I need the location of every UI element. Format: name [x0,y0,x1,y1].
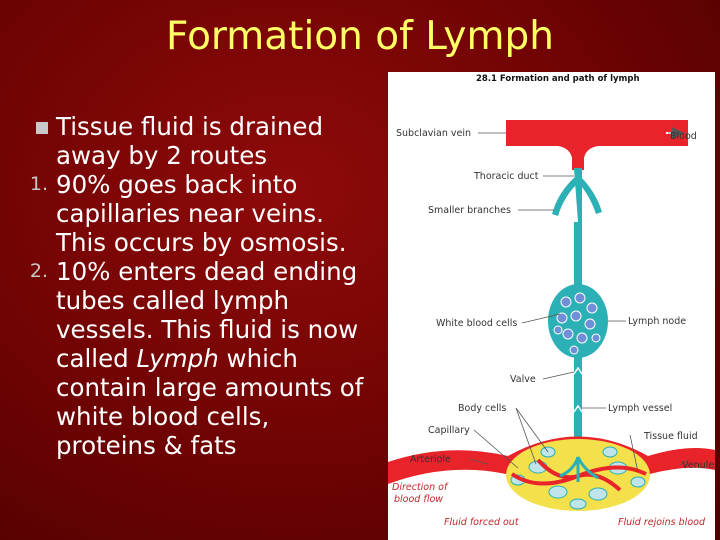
label-valve: Valve [510,374,536,385]
bullet-text-1: Tissue fluid is drained away by 2 routes [56,112,323,170]
bullet-item-1: Tissue fluid is drained away by 2 routes [0,112,380,170]
bullet-number-1: 1. [29,173,48,195]
label-fluid-rejoins-blood: Fluid rejoins blood [618,517,706,528]
lymph-emphasis: Lymph [136,344,219,373]
bullet-number-2: 2. [29,260,48,282]
thoracic-duct-shape [574,168,582,222]
valve-icon [573,366,583,375]
label-capillary: Capillary [428,425,470,436]
lymph-vessel-upper [574,222,582,292]
label-white-blood-cells: White blood cells [436,318,517,329]
label-tissue-fluid: Tissue fluid [643,431,698,442]
lymph-diagram-svg: 28.1 Formation and path of lymph [388,74,715,528]
bullet-text-2: 90% goes back into capillaries near vein… [56,170,347,257]
label-blood: Blood [670,131,697,142]
subclavian-vein-shape [506,120,688,170]
bullet-text-3: 10% enters dead ending tubes called lymp… [56,257,363,460]
white-blood-cells-group [553,292,601,355]
figure-title: 28.1 Formation and path of lymph [476,74,640,84]
label-lymph-vessel: Lymph vessel [608,403,672,414]
label-thoracic-duct: Thoracic duct [473,171,539,182]
label-fluid-forced-out: Fluid forced out [444,517,520,528]
bullet-text-3-start: 10% enters dead ending tubes called lymp… [56,257,359,373]
valve-icon-lower [573,404,583,413]
label-direction-line2: blood flow [394,494,443,505]
label-body-cells: Body cells [458,403,506,414]
label-lymph-node: Lymph node [628,316,686,327]
leader-lines [469,132,689,473]
label-arteriole: Arteriole [410,454,451,465]
bullet-item-2: 1. 90% goes back into capillaries near v… [0,170,380,257]
bullet-list: Tissue fluid is drained away by 2 routes… [0,112,380,460]
bullet-text-3-end: which contain large amounts of white blo… [56,344,364,460]
label-smaller-branches: Smaller branches [428,205,511,216]
lymph-capillaries-shape [559,456,599,482]
label-subclavian-vein: Subclavian vein [396,128,471,139]
slide-title: Formation of Lymph [166,14,554,59]
square-bullet-icon [4,112,48,143]
label-direction-line1: Direction of [392,482,449,493]
bullet-item-3: 2. 10% enters dead ending tubes called l… [0,257,380,460]
smaller-branches-shape [552,176,602,216]
label-venule: Venule [682,460,714,471]
lymph-diagram: 28.1 Formation and path of lymph [388,72,715,540]
